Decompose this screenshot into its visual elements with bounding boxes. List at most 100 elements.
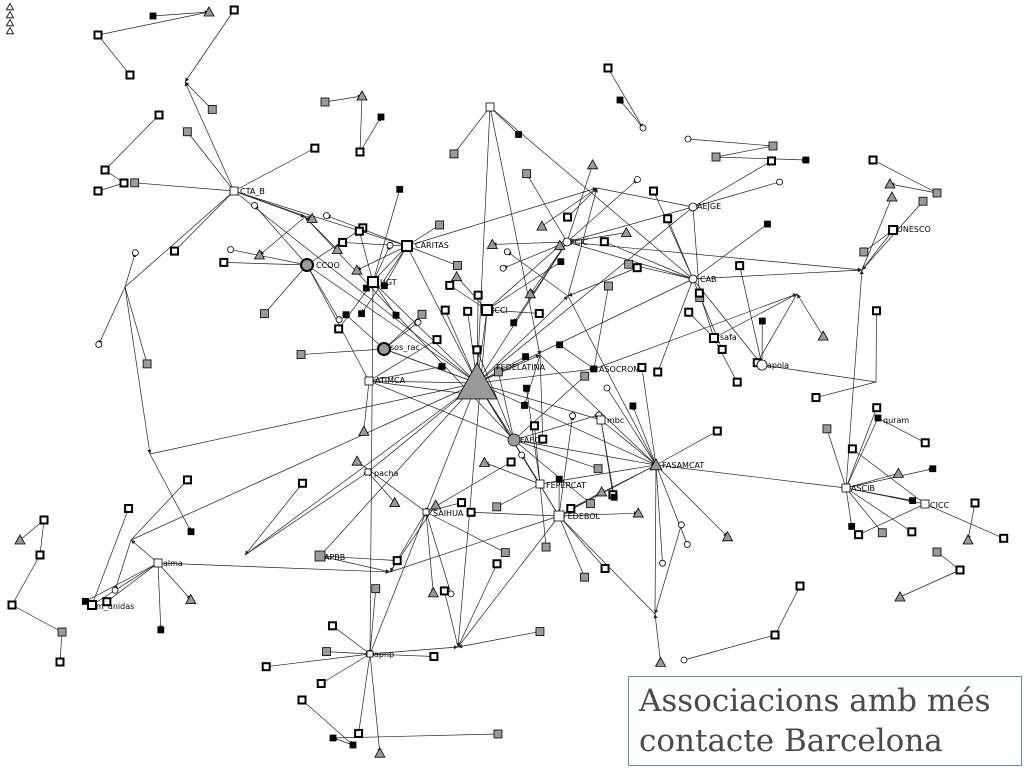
graph-node-225 bbox=[649, 458, 663, 471]
graph-edge-185 bbox=[570, 464, 657, 509]
graph-node-142 bbox=[439, 586, 449, 596]
graph-edge-123 bbox=[496, 483, 541, 508]
graph-edge-66 bbox=[367, 281, 374, 655]
graph-node-220 bbox=[888, 225, 898, 235]
label-faec: FAEC bbox=[520, 436, 540, 445]
graph-node-124 bbox=[822, 424, 832, 434]
graph-edge-34 bbox=[655, 464, 847, 490]
graph-node-221 bbox=[709, 333, 719, 343]
graph-node-7 bbox=[130, 178, 140, 188]
graph-node-96 bbox=[764, 220, 771, 228]
graph-node-210 bbox=[553, 510, 565, 522]
graph-node-165 bbox=[356, 90, 368, 101]
graph-edge-22 bbox=[184, 81, 235, 192]
graph-edge-226 bbox=[796, 293, 824, 337]
graph-node-43 bbox=[586, 499, 595, 508]
graph-node-153 bbox=[503, 248, 511, 256]
graph-node-188 bbox=[297, 695, 307, 705]
graph-edge-142 bbox=[85, 562, 159, 602]
graph-edge-47 bbox=[369, 645, 459, 655]
graph-node-37 bbox=[432, 335, 442, 345]
graph-node-127 bbox=[999, 533, 1009, 543]
graph-edge-237 bbox=[359, 116, 382, 153]
graph-edge-152 bbox=[369, 588, 378, 655]
graph-node-35 bbox=[417, 309, 427, 319]
graph-node-12 bbox=[323, 212, 330, 220]
graph-node-193 bbox=[770, 630, 780, 640]
graph-edge-217 bbox=[653, 613, 661, 663]
graph-edge-78 bbox=[233, 147, 316, 192]
label-icci: ICCI bbox=[492, 306, 508, 315]
label-aejge: AEJGE bbox=[697, 202, 721, 211]
graph-edge-44 bbox=[244, 471, 369, 556]
graph-node-19 bbox=[227, 246, 234, 253]
graph-edge-124 bbox=[558, 511, 639, 517]
graph-edge-128 bbox=[558, 515, 585, 578]
graph-node-111 bbox=[603, 384, 611, 392]
graph-node-180 bbox=[100, 165, 110, 175]
graph-edge-159 bbox=[566, 232, 627, 244]
graph-edge-161 bbox=[692, 181, 780, 208]
graph-edge-228 bbox=[259, 216, 306, 256]
graph-node-102 bbox=[684, 307, 694, 317]
graph-edge-160 bbox=[513, 241, 568, 323]
graph-node-134 bbox=[131, 249, 139, 257]
graph-node-67 bbox=[392, 556, 402, 566]
graph-node-29 bbox=[445, 280, 455, 290]
graph-node-122 bbox=[907, 527, 917, 537]
graph-edge-62 bbox=[233, 190, 408, 247]
graph-node-48 bbox=[541, 542, 551, 552]
graph-edge-101 bbox=[449, 285, 488, 311]
graph-node-192 bbox=[680, 656, 688, 664]
graph-edge-117 bbox=[513, 375, 585, 441]
graph-node-103 bbox=[758, 317, 766, 325]
graph-node-157 bbox=[331, 243, 343, 254]
graph-node-217 bbox=[562, 237, 572, 247]
graph-edge-85 bbox=[406, 245, 458, 266]
graph-edge-42 bbox=[91, 562, 159, 606]
graph-edge-59 bbox=[306, 264, 370, 382]
graph-edge-181 bbox=[654, 464, 663, 564]
graph-edge-5 bbox=[368, 378, 478, 384]
graph-edge-145 bbox=[326, 651, 371, 656]
label-quram: quram bbox=[883, 416, 909, 425]
graph-node-115 bbox=[683, 541, 691, 548]
graph-edge-256 bbox=[683, 634, 776, 661]
graph-node-51 bbox=[492, 502, 502, 512]
graph-node-152 bbox=[632, 263, 642, 273]
graph-node-143 bbox=[430, 499, 442, 510]
graph-edge-29 bbox=[692, 278, 763, 366]
graph-edge-224 bbox=[567, 267, 638, 297]
label-cta-b: CTA_B bbox=[240, 187, 265, 196]
graph-edge-43 bbox=[130, 539, 159, 564]
graph-node-201 bbox=[229, 186, 239, 196]
graph-edge-41 bbox=[157, 562, 391, 574]
graph-node-65 bbox=[351, 455, 363, 466]
graph-edge-60 bbox=[383, 348, 478, 384]
label-cicc: CICC bbox=[930, 501, 950, 510]
graph-edge-134 bbox=[425, 511, 506, 553]
graph-edge-162 bbox=[691, 206, 701, 298]
graph-node-150 bbox=[538, 434, 548, 444]
graph-edge-169 bbox=[653, 190, 694, 280]
graph-edge-119 bbox=[524, 388, 541, 485]
graph-edge-236 bbox=[358, 95, 363, 153]
graph-edge-57 bbox=[244, 382, 478, 556]
graph-node-204 bbox=[367, 276, 379, 288]
graph-node-54 bbox=[600, 563, 610, 573]
graph-node-78 bbox=[429, 651, 439, 661]
graph-edge-233 bbox=[97, 11, 210, 37]
graph-node-27 bbox=[392, 311, 400, 319]
graph-edge-52 bbox=[713, 293, 798, 339]
graph-edge-222 bbox=[539, 354, 545, 440]
graph-edge-232 bbox=[152, 10, 210, 17]
graph-edge-38 bbox=[369, 511, 427, 655]
graph-edge-184 bbox=[655, 430, 718, 466]
graph-edge-2 bbox=[372, 281, 478, 384]
graph-edge-252 bbox=[58, 631, 63, 663]
graph-node-49 bbox=[478, 456, 491, 467]
graph-edge-223 bbox=[523, 354, 541, 406]
graph-edge-90 bbox=[264, 264, 308, 314]
graph-edge-225 bbox=[507, 251, 569, 297]
